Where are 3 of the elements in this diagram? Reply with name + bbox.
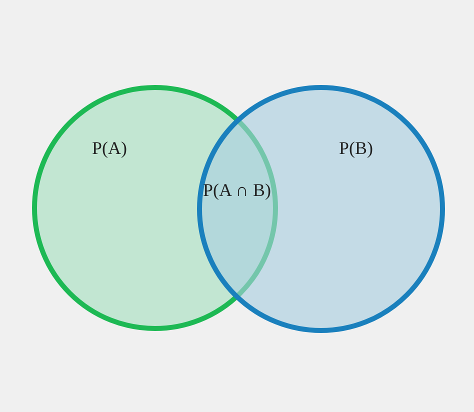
set-label: P(A) xyxy=(92,138,127,159)
intersection-label: P(A ∩ B) xyxy=(203,180,271,201)
set-label: P(B) xyxy=(339,138,374,159)
